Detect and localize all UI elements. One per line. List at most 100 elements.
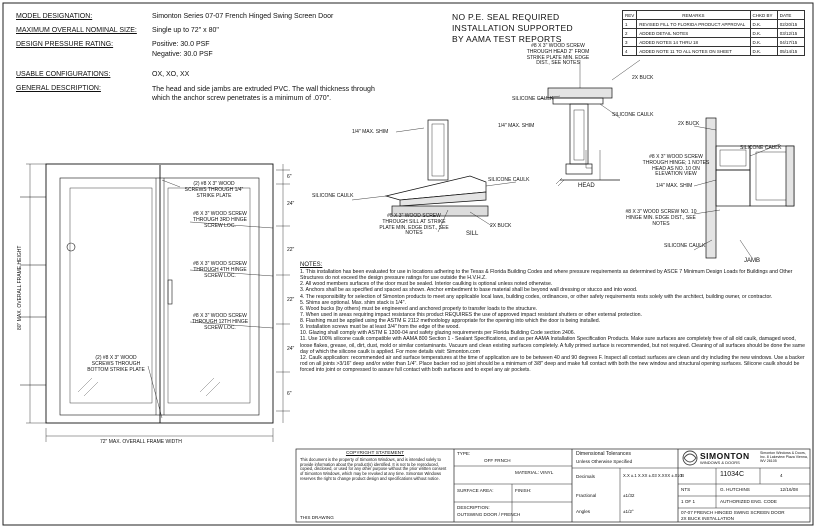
door-frame-inner [59, 177, 260, 416]
glass-mark [83, 381, 99, 397]
scale-value: NTS [681, 487, 691, 492]
jamb-title: JAMB [744, 258, 761, 264]
head-shim-label: 1/4" MAX. SHIM [498, 123, 535, 129]
note-item: 8. Flashing must be applied using the AS… [300, 318, 601, 324]
sill-screw-label: #8 X 3" WOOD SCREW THROUGH SILL AT STRIK… [379, 213, 449, 237]
head-section-small [555, 150, 620, 187]
notes-section: NOTES: 1. This installation has been eva… [300, 262, 808, 373]
note-item: 5. Shims are optional. Max. shim stack i… [300, 299, 406, 306]
general-description-value: The head and side jambs are extruded PVC… [152, 86, 375, 103]
sill-caulk-label-2: SILICONE CAULK [488, 177, 530, 183]
tolerance-angles-value: ±1/2° [623, 509, 634, 514]
model-designation-label: MODEL DESIGNATION: [16, 13, 93, 20]
note-item: 1. This installation has been evaluated … [300, 269, 793, 282]
company-subtitle: WINDOWS & DOORS [700, 460, 740, 465]
note-item: 11. Use 100% silicone caulk compatible w… [300, 336, 805, 355]
dim-label: 22" [287, 247, 295, 253]
stamp-line-3: BY AAMA TEST REPORTS [452, 34, 562, 44]
note-item: 7. When used in areas requiring impact r… [300, 311, 642, 318]
tolerance-angles-label: Angles [576, 509, 591, 514]
sill-detail [351, 119, 517, 233]
material-value: VINYL [540, 470, 554, 475]
approved-by: AUTHORIZED ENG. CODE [720, 499, 777, 504]
callout-top-strike: (2) #8 X 3" WOOD SCREWS THROUGH 1/4" STR… [184, 181, 244, 199]
jamb-caulk-label-2: SILICONE CAULK [664, 243, 706, 249]
glass-mark [77, 377, 93, 393]
tolerance-fractional-label: Fractional [576, 493, 597, 498]
jamb-screw-label-2: #8 X 3" WOOD SCREW NO. 10 HINGE MIN. EDG… [625, 209, 697, 227]
jamb-buck-label: 2X BUCK [678, 121, 700, 127]
drawing-date: 12/16/08 [780, 487, 798, 492]
head-screw-label: #8 X 3" WOOD SCREW THROUGH HEAD 2" FROM … [526, 43, 590, 67]
note-item: 4. The responsibility for selection of S… [300, 293, 773, 300]
usable-configurations-label: USABLE CONFIGURATIONS: [16, 71, 111, 78]
this-drawing-label: THIS DRAWING [300, 515, 334, 520]
dim-label: 6" [287, 391, 292, 397]
copyright-title: COPYRIGHT STATEMENT [345, 451, 405, 456]
stamp-line-1: NO P.E. SEAL REQUIRED [452, 12, 560, 22]
company-name: SIMONTON [700, 451, 750, 461]
note-item: 10. Glazing shall comply with ASTM E 130… [300, 330, 576, 337]
jamb-detail [693, 117, 795, 259]
tolerance-decimals-label: Decimals [576, 474, 595, 479]
material-label: MATERIAL: [515, 470, 539, 475]
max-size-value: Single up to 72" x 80" [152, 27, 219, 34]
note-item: 3. Anchors shall be as specified and spa… [300, 287, 638, 294]
callout-3rd-hinge: #8 X 3" WOOD SCREW THROUGH 3RD HINGE SCR… [193, 211, 247, 229]
usable-configurations-value: OX, XO, XX [152, 71, 190, 78]
revision-row: 4 ADDED NOTE 11 TO ALL NOTES ON SHEET D.… [621, 46, 806, 56]
stamp-line-2: INSTALLATION SUPPORTED [452, 23, 573, 33]
surface-area-label: SURFACE AREA: [457, 488, 494, 493]
dim-label: 24" [287, 346, 295, 352]
design-pressure-label: DESIGN PRESSURE RATING: [16, 41, 114, 48]
general-description-label: GENERAL DESCRIPTION: [16, 85, 101, 92]
drawing-description-2: 2X BUCK INSTALLATION [681, 516, 734, 521]
finish-label: FINISH: [515, 488, 532, 493]
leader-line [161, 179, 181, 188]
note-item: 9. Installation screws must be at least … [300, 324, 460, 331]
tolerance-title: Dimensional Tolerances [576, 451, 631, 457]
dim-label: 6" [287, 174, 292, 180]
dim-label: 22" [287, 297, 295, 303]
jamb-caulk-label: SILICONE CAULK [740, 145, 782, 151]
tolerance-fractional-value: ±1/32 [623, 493, 635, 498]
drawing-number: 11034C [720, 471, 745, 478]
tolerance-subtitle: Unless Otherwise Specified [576, 459, 633, 464]
leader-line [189, 269, 274, 277]
jamb-screw-label: #8 X 3" WOOD SCREW THROUGH HINGE; 1 NOTE… [642, 154, 710, 178]
drawn-by: G. HUTCHINS [720, 487, 750, 492]
note-item: 6. Wood bucks (by others) must be engine… [300, 305, 538, 312]
sill-caulk-label: SILICONE CAULK [312, 193, 354, 199]
callout-12th-hinge: #8 X 3" WOOD SCREW THROUGH 12TH HINGE SC… [191, 313, 249, 331]
callout-bottom-strike: (2) #8 X 3" WOOD SCREWS THROUGH BOTTOM S… [87, 355, 145, 373]
head-title: HEAD [578, 183, 595, 189]
leader-line [147, 365, 163, 419]
model-designation-value: Simonton Series 07-07 French Hinged Swin… [152, 13, 334, 20]
leader-line [189, 321, 274, 329]
glass-mark [205, 381, 221, 397]
note-item: 12. Caulk application: recommended air a… [300, 354, 805, 373]
head-caulk-label-2: SILICONE CAULK [612, 112, 654, 118]
head-buck-label: 2X BUCK [632, 75, 654, 81]
tolerance-decimals-value: X.X ±.1 X.XX ±.03 X.XXX ±.010 [623, 473, 682, 478]
door-frame-outer [45, 163, 274, 424]
sheet-value: 1 OF 1 [681, 499, 696, 504]
notes-title: NOTES: [300, 262, 323, 268]
sill-shim-label: 1/4" MAX. SHIM [352, 129, 389, 135]
drawing-description-1: 07-07 FRENCH HINGED SWING SCREEN DOOR [681, 510, 785, 515]
door-handle [167, 279, 173, 305]
design-pressure-negative: Negative: 30.0 PSF [152, 51, 213, 58]
size-value: B [681, 473, 685, 478]
rev-num: 4 [621, 46, 638, 56]
type-label: TYPE: [457, 451, 471, 456]
max-size-label: MAXIMUM OVERALL NOMINAL SIZE: [16, 27, 137, 34]
copyright-text: This document is the property of Simonto… [300, 457, 447, 481]
jamb-shim-label: 1/4" MAX. SHIM [656, 183, 693, 189]
sill-buck-label: 2X BUCK [490, 223, 512, 229]
glass-mark [199, 377, 215, 393]
